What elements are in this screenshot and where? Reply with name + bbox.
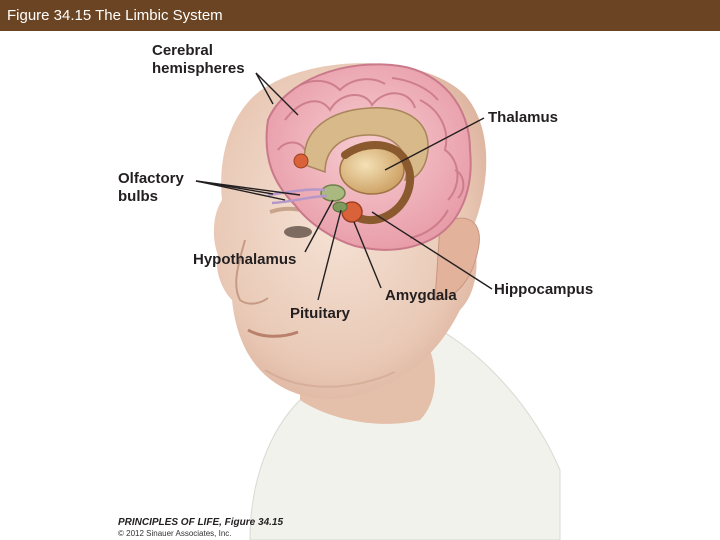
label-cerebral-1: Cerebral	[152, 42, 213, 59]
mouth	[247, 328, 299, 338]
ear	[434, 217, 480, 301]
label-pituitary: Pituitary	[290, 305, 351, 322]
label-cerebral-2: hemispheres	[152, 60, 245, 77]
label-amygdala: Amygdala	[385, 287, 457, 304]
limbic-system-figure: Cerebral hemispheres Thalamus Olfactory …	[118, 42, 593, 540]
label-thalamus: Thalamus	[488, 109, 558, 126]
eye	[284, 226, 312, 238]
jaw-shadow	[264, 369, 396, 388]
anterior-nucleus	[293, 153, 309, 169]
label-olfactory-2: bulbs	[118, 188, 158, 205]
limbic-arch	[303, 107, 429, 181]
credit-line-2: © 2012 Sinauer Associates, Inc.	[118, 529, 232, 538]
label-olfactory-1: Olfactory	[118, 170, 185, 187]
figure-title: Figure 34.15 The Limbic System	[7, 7, 223, 24]
olfactory-bulbs	[267, 188, 328, 205]
hypothalamus	[320, 184, 346, 202]
cortex-folds	[277, 77, 465, 239]
label-hippocampus: Hippocampus	[494, 281, 593, 298]
credit-line-1: PRINCIPLES OF LIFE, Figure 34.15	[118, 517, 283, 528]
pituitary	[332, 201, 348, 213]
label-hypothalamus: Hypothalamus	[193, 251, 296, 268]
title-bar: Figure 34.15 The Limbic System	[0, 0, 720, 31]
leader-lines	[195, 72, 493, 301]
hippocampus	[341, 140, 414, 225]
nose	[235, 239, 269, 305]
